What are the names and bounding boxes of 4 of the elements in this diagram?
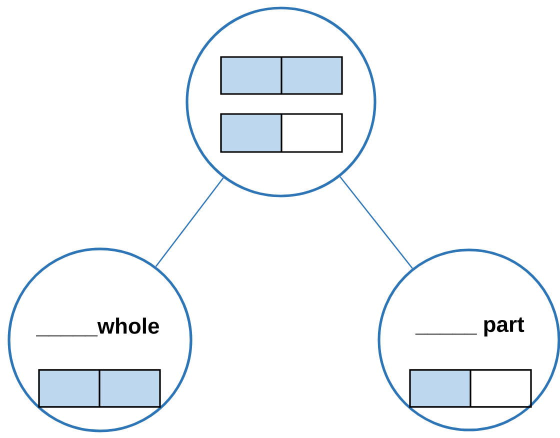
- label: _____ part: [415, 318, 524, 336]
- label: _____whole: [36, 318, 159, 336]
- line: [155, 177, 224, 267]
- line: [340, 176, 413, 269]
